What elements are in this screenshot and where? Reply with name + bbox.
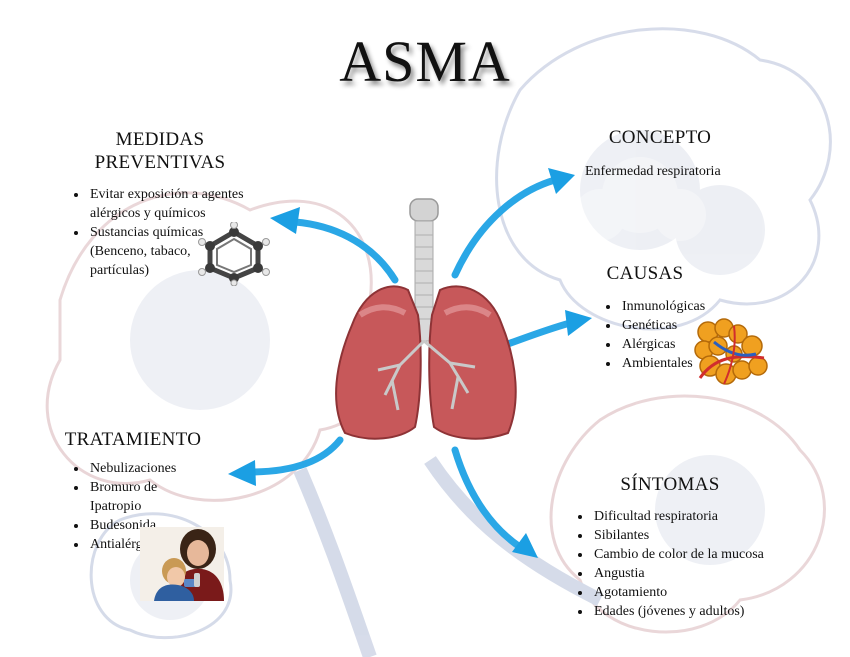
- list-item: Sibilantes: [592, 526, 807, 545]
- list-item: Angustia: [592, 564, 807, 583]
- mother-child-inhaler-photo: [140, 527, 224, 601]
- concepto-text: Enfermedad respiratoria: [585, 164, 721, 179]
- list-item: Cambio de color de la mucosa: [592, 545, 807, 564]
- causas-heading: CAUSAS: [606, 263, 684, 284]
- medidas-preventivas-heading: MEDIDAS PREVENTIVAS: [94, 129, 226, 173]
- list-item: Alérgicas: [620, 335, 750, 354]
- list-item: Agotamiento: [592, 583, 807, 602]
- list-item: Bromuro de Ipatropio: [88, 478, 203, 516]
- list-item: Ambientales: [620, 354, 750, 373]
- list-item: Dificultad respiratoria: [592, 507, 807, 526]
- arrowhead-medidas: [270, 207, 300, 234]
- sintomas-list: Dificultad respiratoria Sibilantes Cambi…: [570, 507, 807, 621]
- arrow-to-concepto: [451, 176, 559, 279]
- arrowhead-causas: [565, 310, 592, 336]
- list-item: Budesonida: [88, 516, 203, 535]
- list-item: Inmunológicas: [620, 297, 750, 316]
- arrowhead-concepto: [548, 168, 575, 194]
- causas-list: Inmunológicas Genéticas Alérgicas Ambien…: [598, 297, 750, 373]
- list-item: Nebulizaciones: [88, 459, 203, 478]
- diagram-title: ASMA: [339, 29, 511, 94]
- benzene-molecule-icon: [198, 222, 270, 286]
- lungs-illustration: [335, 198, 517, 440]
- list-item: Edades (jóvenes y adultos): [592, 602, 807, 621]
- arrow-to-causas: [501, 319, 574, 349]
- list-item: Evitar exposición a agentes alérgicos y …: [88, 185, 278, 223]
- list-item: Genéticas: [620, 316, 750, 335]
- arrowhead-sintomas: [512, 533, 538, 558]
- arrowhead-tratamiento: [228, 460, 256, 486]
- sintomas-heading: SÍNTOMAS: [620, 474, 720, 495]
- list-item: Sustancias químicas (Benceno, tabaco, pa…: [88, 223, 230, 280]
- arrow-to-sintomas: [451, 446, 524, 551]
- tratamiento-heading: TRATAMIENTO: [64, 429, 202, 450]
- concepto-heading: CONCEPTO: [608, 127, 712, 148]
- arrow-to-tratamiento: [246, 436, 344, 476]
- alveoli-cluster-icon: [694, 318, 768, 385]
- arrow-to-medidas: [291, 218, 399, 284]
- medidas-preventivas-list: Evitar exposición a agentes alérgicos y …: [66, 185, 278, 280]
- tratamiento-list: Nebulizaciones Bromuro de Ipatropio Bude…: [66, 459, 203, 554]
